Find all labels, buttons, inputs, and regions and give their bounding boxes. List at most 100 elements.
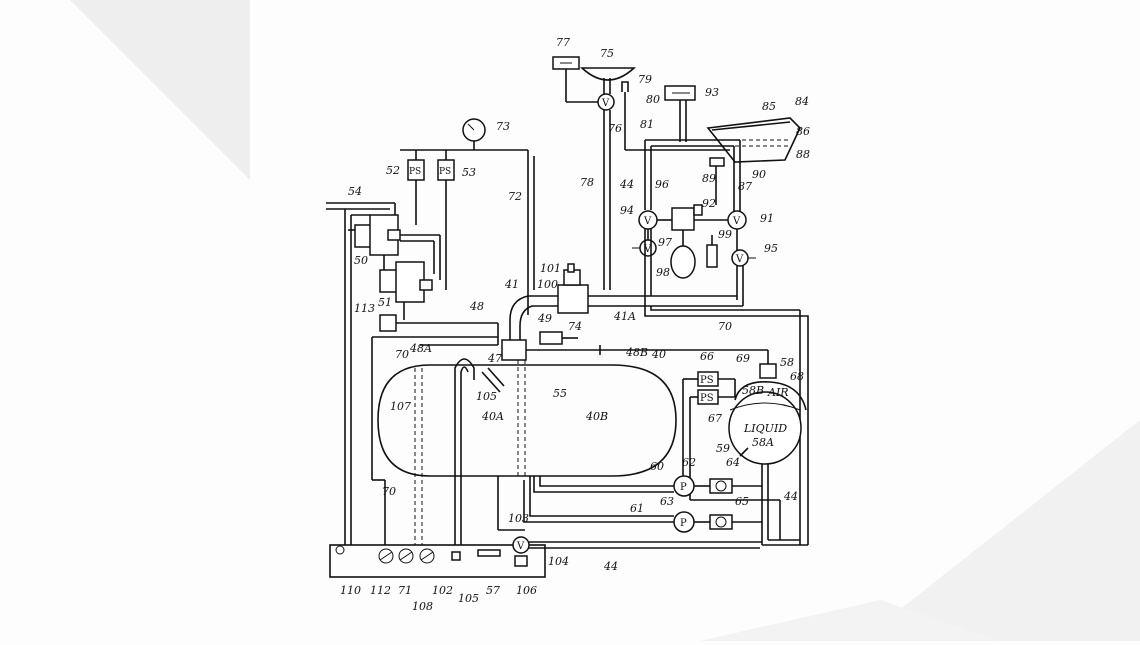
label-77: 77 [556,36,570,49]
label-73: 73 [496,120,510,133]
label-76: 76 [608,122,622,135]
reference-labels: 77 75 79 80 76 81 93 84 85 86 88 90 87 8… [340,36,810,613]
valve-cluster [632,139,756,306]
label-60: 60 [650,460,664,473]
background-shade-right [860,420,1140,641]
label-49: 49 [537,312,552,325]
label-48: 48 [469,300,484,313]
label-108: 108 [412,600,433,613]
label-70-bottom: 70 [382,485,396,498]
label-112: 112 [370,584,391,597]
label-102: 102 [432,584,453,597]
label-113: 113 [354,302,375,315]
label-50: 50 [354,254,368,267]
label-105-top: 105 [476,390,497,403]
gauge-and-switches [400,118,535,315]
label-107: 107 [390,400,411,413]
label-air: AIR [767,386,789,399]
label-75: 75 [600,47,614,60]
label-55: 55 [553,387,567,400]
label-74: 74 [568,320,582,333]
pump-62-symbol: P [680,482,687,493]
label-61: 61 [630,502,644,515]
label-70-mid: 70 [395,348,409,361]
label-47: 47 [487,352,502,365]
label-110: 110 [340,584,361,597]
label-80: 80 [646,93,660,106]
label-103: 103 [508,512,529,525]
pump-section [523,349,808,546]
label-ps-66: PS [700,375,714,386]
label-64: 64 [726,456,740,469]
label-72: 72 [508,190,522,203]
collection-tray [706,117,801,205]
label-62: 62 [682,456,696,469]
label-101: 101 [540,262,561,275]
label-91: 91 [760,212,774,225]
label-58B: 58B [742,384,764,397]
label-ps-52: PS [409,167,421,177]
valve-94b-symbol: V [643,244,652,255]
label-48A: 48A [409,342,432,355]
label-104: 104 [548,555,569,568]
label-87: 87 [738,180,752,193]
label-95: 95 [764,242,778,255]
label-81: 81 [640,118,654,131]
component-symbols: V V V V V V P P [516,98,744,552]
sensor-113-lines [371,314,499,545]
valve-95-symbol: V [735,254,744,265]
valve-103-symbol: V [516,541,525,552]
label-100: 100 [537,278,558,291]
label-78: 78 [580,176,594,189]
base-panel [329,536,762,578]
label-40: 40 [651,348,666,361]
label-86: 86 [796,125,810,138]
label-40B: 40B [585,410,608,423]
label-44-right: 44 [783,490,798,503]
label-44-top: 44 [619,178,634,191]
background-shade-bottom [700,600,1000,641]
label-68: 68 [790,370,804,383]
label-105-bottom: 105 [458,592,479,605]
valve-94-symbol: V [643,216,652,227]
label-88: 88 [796,148,810,161]
label-93: 93 [705,86,719,99]
label-58A: 58A [752,436,774,449]
label-52: 52 [386,164,400,177]
label-44-bottom: 44 [603,560,618,573]
valve-76-symbol: V [601,98,610,109]
label-79: 79 [638,73,652,86]
label-58: 58 [780,356,794,369]
label-69: 69 [736,352,750,365]
label-ps-67: PS [700,393,714,404]
label-90: 90 [752,168,766,181]
label-89: 89 [702,172,716,185]
label-71: 71 [398,584,412,597]
label-liquid: LIQUID [743,422,787,435]
label-99: 99 [718,228,732,241]
label-54: 54 [348,185,362,198]
regulator-assembly [326,202,441,545]
label-94: 94 [620,204,634,217]
label-66: 66 [700,350,714,363]
label-40A: 40A [481,410,504,423]
label-59: 59 [716,442,730,455]
label-53: 53 [462,166,476,179]
pump-63-symbol: P [680,518,687,529]
tank-40 [377,331,677,545]
label-70-top: 70 [718,320,732,333]
label-41A: 41A [613,310,636,323]
label-97: 97 [658,236,672,249]
label-98: 98 [656,266,670,279]
valve-91-symbol: V [732,216,741,227]
label-67: 67 [708,412,722,425]
label-65: 65 [735,495,749,508]
label-96: 96 [655,178,669,191]
label-92: 92 [702,197,716,210]
label-84: 84 [795,95,809,108]
label-85: 85 [762,100,776,113]
label-63: 63 [660,495,674,508]
label-41: 41 [504,278,519,291]
